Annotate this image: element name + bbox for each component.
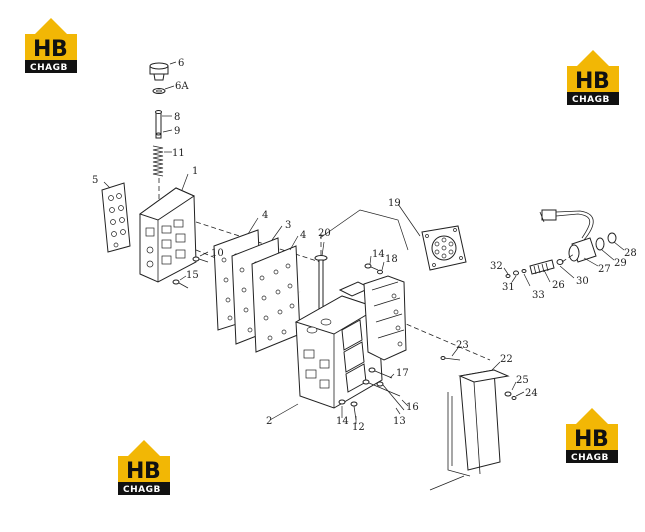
callout-4-left: 4 — [262, 210, 268, 221]
callout-8: 8 — [174, 112, 180, 123]
svg-text:CHAGB: CHAGB — [571, 453, 609, 463]
part-rod-20 — [314, 234, 328, 313]
callout-26: 26 — [552, 280, 565, 291]
bracket-19 — [319, 209, 409, 251]
leader-lines — [103, 61, 625, 424]
callout-10: 10 — [211, 248, 224, 259]
part-bolt-15 — [172, 279, 189, 289]
part-sensor-26-30-33 — [505, 259, 564, 278]
callout-33: 33 — [532, 290, 545, 301]
callout-11: 11 — [172, 148, 185, 159]
svg-text:CHAGB: CHAGB — [123, 485, 161, 495]
watermark-logo-top-left: H B CHAGB — [25, 18, 77, 73]
part-bolt-24-25 — [504, 391, 517, 400]
callout-9: 9 — [174, 126, 180, 137]
callout-13: 13 — [393, 416, 406, 427]
callout-12: 12 — [352, 422, 365, 433]
svg-text:H: H — [126, 459, 144, 484]
callout-15: 15 — [186, 270, 199, 281]
callout-14-lower: 14 — [336, 416, 349, 427]
callout-27: 27 — [598, 264, 611, 275]
part-cover-18 — [363, 275, 407, 361]
watermark-logo-bottom-left: H B CHAGB — [118, 440, 170, 495]
callout-20: 20 — [318, 228, 331, 239]
callout-6: 6 — [178, 58, 184, 69]
part-valve-body-1 — [138, 187, 197, 283]
callout-25: 25 — [516, 375, 529, 386]
callout-16: 16 — [406, 402, 419, 413]
callout-19: 19 — [388, 198, 401, 209]
svg-text:B: B — [144, 459, 161, 484]
callout-4-right: 4 — [300, 230, 306, 241]
callout-5: 5 — [92, 175, 98, 186]
svg-text:B: B — [592, 427, 609, 452]
callout-24: 24 — [525, 388, 538, 399]
part-bolt-10 — [192, 256, 209, 263]
svg-text:H: H — [33, 37, 51, 62]
callout-30: 30 — [576, 276, 589, 287]
callout-28: 28 — [624, 248, 637, 259]
part-housing-22 — [429, 369, 510, 491]
callout-31: 31 — [502, 282, 515, 293]
part-connector-plate-19 — [421, 225, 467, 271]
watermark-logo-top-right: H B CHAGB — [567, 50, 619, 105]
callout-labels: 6 6A 8 9 11 5 1 4 3 4 10 15 20 19 14 18 … — [92, 58, 637, 433]
callout-17: 17 — [396, 368, 409, 379]
part-plug-6 — [149, 62, 169, 94]
callout-23: 23 — [456, 340, 469, 351]
part-bolts-lower — [338, 367, 405, 421]
svg-text:CHAGB: CHAGB — [572, 95, 610, 105]
callout-14-upper: 14 — [372, 249, 385, 260]
svg-text:B: B — [51, 37, 68, 62]
axis-line-right — [391, 317, 491, 361]
callout-22: 22 — [500, 354, 513, 365]
part-plate-4-right — [251, 245, 301, 353]
callout-32: 32 — [490, 261, 503, 272]
svg-text:CHAGB: CHAGB — [30, 63, 68, 73]
svg-text:H: H — [574, 427, 592, 452]
part-pin-23 — [440, 356, 461, 361]
part-sensor-27-28-29 — [539, 209, 617, 263]
part-gasket-5 — [101, 182, 131, 253]
callout-3: 3 — [285, 220, 291, 231]
part-valve-body-2 — [294, 281, 383, 409]
callout-29: 29 — [614, 258, 627, 269]
part-pin-spring-8-9-11 — [152, 110, 164, 200]
callout-18: 18 — [385, 254, 398, 265]
callout-1: 1 — [192, 166, 198, 177]
svg-text:H: H — [575, 69, 593, 94]
callout-2: 2 — [266, 416, 272, 427]
callout-6a: 6A — [175, 81, 189, 92]
watermark-logo-bottom-right: H B CHAGB — [566, 408, 618, 463]
part-bolt-14-upper — [364, 263, 383, 275]
svg-text:B: B — [593, 69, 610, 94]
axis-line-sensor — [561, 253, 575, 263]
